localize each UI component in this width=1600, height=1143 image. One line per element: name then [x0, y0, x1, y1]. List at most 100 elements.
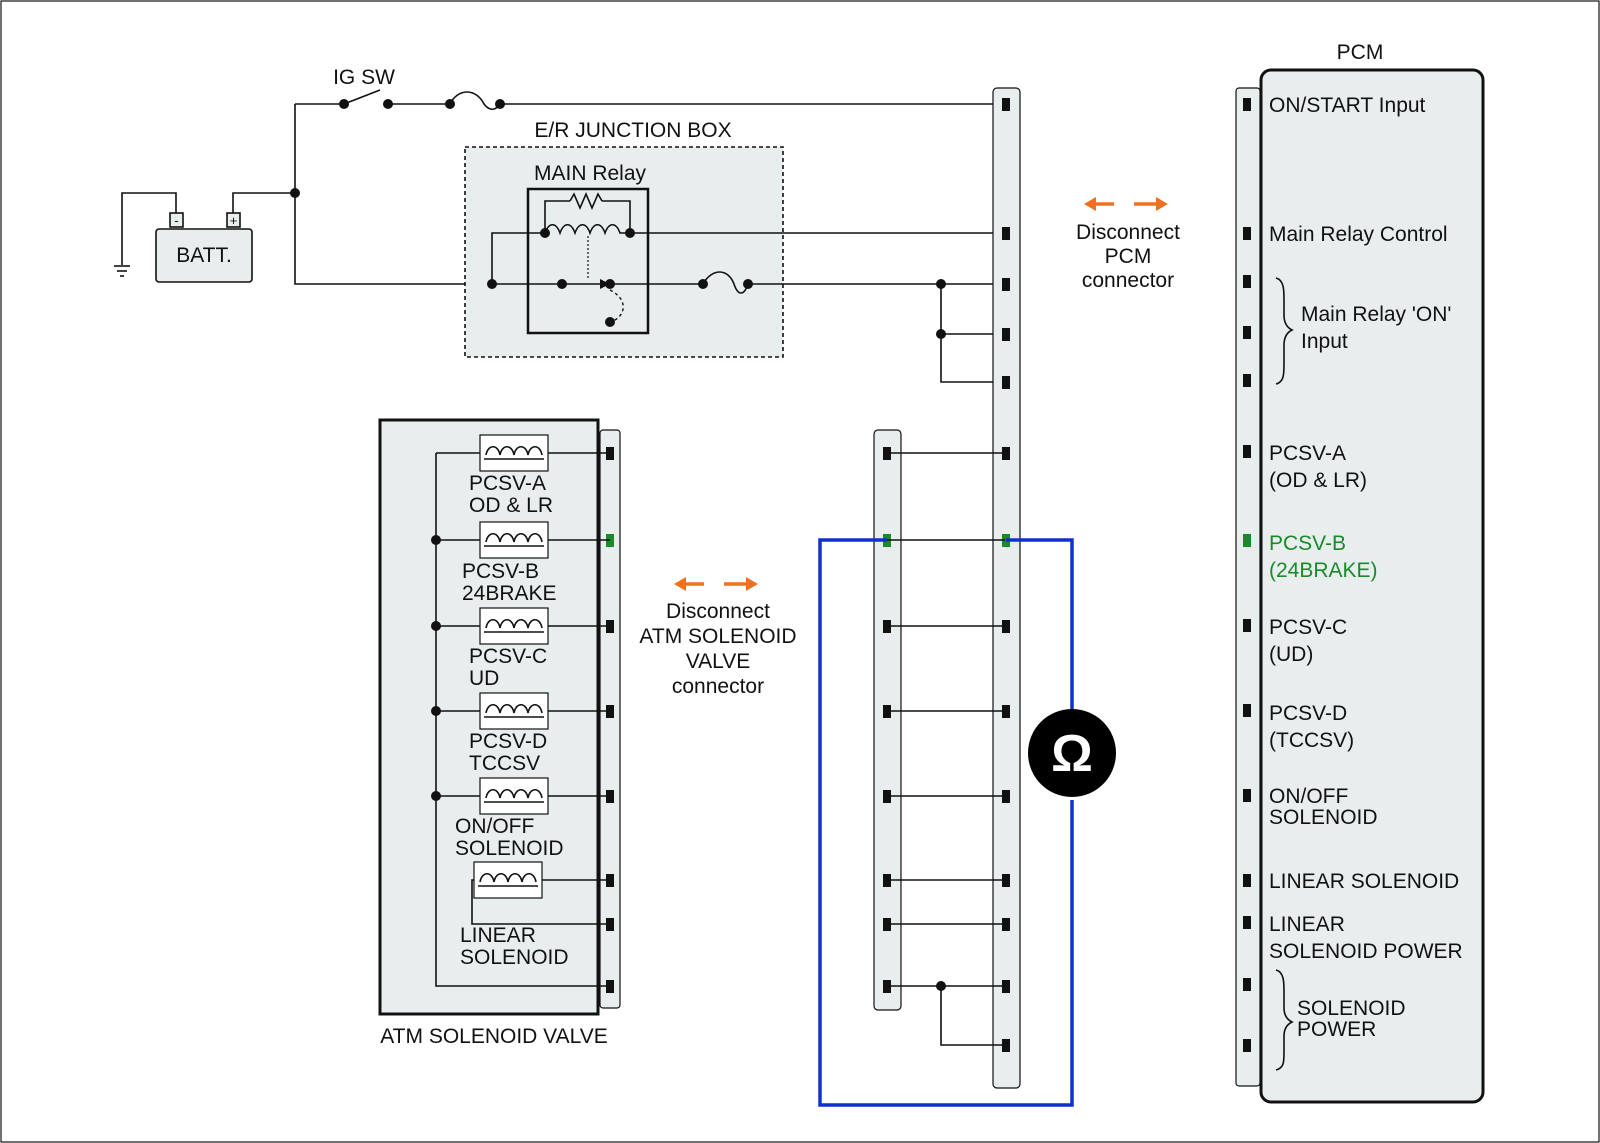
relay-switch-contact: [605, 317, 615, 327]
solenoid-winding: [485, 788, 543, 799]
relay-coil: [544, 223, 630, 236]
pcm-harness-pins: [1002, 98, 1010, 1052]
solenoid-label: ON/OFF: [455, 815, 534, 838]
disconnect-pcm-arrow: [1084, 197, 1168, 211]
disconnect-atm-arrow: [674, 577, 758, 591]
pcm-pin-label: Main Relay 'ON': [1301, 303, 1451, 326]
pcm-pin: [1243, 619, 1251, 632]
battery-label: BATT.: [176, 244, 232, 267]
harness-pin: [1002, 227, 1010, 240]
pcm-pin: [1243, 374, 1251, 387]
pcm-pin-label: (TCCSV): [1269, 729, 1354, 752]
disconnect-atm-line-1: Disconnect: [666, 600, 770, 623]
ig-switch-label: IG SW: [333, 66, 395, 89]
harness-pin: [1002, 918, 1010, 931]
atm-harness-connector: [873, 429, 902, 1011]
pcm-pin: [1243, 326, 1251, 339]
solenoid-label: UD: [469, 667, 499, 690]
solenoid-label: PCSV-A: [469, 472, 546, 495]
disconnect-pcm-line-3: connector: [1082, 269, 1174, 292]
solenoid-winding: [485, 703, 543, 714]
solenoid-label: PCSV-D: [469, 730, 547, 753]
solenoid-label: PCSV-C: [469, 645, 547, 668]
linear-solenoid-power-wire: [471, 879, 610, 925]
disconnect-atm-line-4: connector: [672, 675, 764, 698]
pcm-pin-label: SOLENOID: [1269, 806, 1378, 829]
pcm-pin-label: PCSV-B: [1269, 532, 1346, 555]
harness-pin: [1002, 874, 1010, 887]
solenoid-label: 24BRAKE: [462, 582, 557, 605]
disconnect-atm-line-2: ATM SOLENOID: [639, 625, 796, 648]
ohm-symbol: Ω: [1051, 725, 1093, 783]
junction-box-label: E/R JUNCTION BOX: [534, 119, 731, 142]
solenoid-winding: [485, 532, 543, 543]
solenoid-label: LINEAR: [460, 924, 536, 947]
ig-switch-lever: [343, 89, 381, 105]
pcm-pin-label: Main Relay Control: [1269, 223, 1448, 246]
solenoid-power-branch: [940, 986, 1005, 1046]
pcm-pin-label: (24BRAKE): [1269, 559, 1378, 582]
pcm-pin-label: ON/START Input: [1269, 94, 1426, 117]
solenoid-label: OD & LR: [469, 494, 553, 517]
pcm-pin: [1243, 1039, 1251, 1052]
main-feed-wire: [294, 104, 492, 285]
solenoid-label: SOLENOID: [460, 946, 569, 969]
disconnect-pcm-line-1: Disconnect: [1076, 221, 1180, 244]
solenoid-label: SOLENOID: [455, 837, 564, 860]
pcm-pin: [1243, 98, 1251, 111]
junction-dot: [431, 706, 441, 716]
harness-pin: [1002, 705, 1010, 718]
pcm-pin-label: LINEAR: [1269, 913, 1345, 936]
harness-pin: [1002, 1039, 1010, 1052]
pcm-pin: [1243, 978, 1251, 991]
pcm-label: PCM: [1337, 41, 1384, 64]
junction-dot: [431, 791, 441, 801]
solenoid-label: TCCSV: [469, 752, 540, 775]
pcm-pin: [1243, 227, 1251, 240]
solenoid-winding: [485, 618, 543, 629]
pcm-pin-label: POWER: [1297, 1018, 1376, 1041]
battery-body: [155, 228, 253, 283]
harness-pin: [1002, 376, 1010, 389]
harness-pin: [1002, 98, 1010, 111]
solenoid-winding: [479, 872, 537, 883]
battery-positive-sign: +: [230, 213, 238, 228]
pcm-pin: [1243, 916, 1251, 929]
harness-pin: [1002, 278, 1010, 291]
disconnect-pcm-line-2: PCM: [1105, 245, 1152, 268]
harness-pin: [1002, 620, 1010, 633]
pcm-pin-label: PCSV-C: [1269, 616, 1347, 639]
pcm-harness-connector: [992, 87, 1021, 1089]
pcm-pin-label: PCSV-A: [1269, 442, 1346, 465]
pcm-module: [1259, 68, 1485, 1104]
harness-wires: [887, 452, 1005, 987]
pcm-module-pins: [1243, 98, 1251, 1052]
pcm-pin-label: SOLENOID: [1297, 997, 1406, 1020]
atm-solenoid-valve-label: ATM SOLENOID VALVE: [380, 1025, 608, 1048]
pcm-pin-label: SOLENOID POWER: [1269, 940, 1463, 963]
harness-pin: [1002, 980, 1010, 993]
pcm-pin: [1243, 789, 1251, 802]
pcm-pin-label: (UD): [1269, 643, 1313, 666]
pcm-connector: [1235, 87, 1261, 1087]
ground-wire: [121, 192, 177, 265]
harness-pin: [1002, 790, 1010, 803]
pcm-pin-label: (OD & LR): [1269, 469, 1367, 492]
ohmmeter-icon: [1028, 709, 1116, 797]
pcm-pin: [1243, 445, 1251, 458]
pcm-pin-label: LINEAR SOLENOID: [1269, 870, 1459, 893]
atm-valve-connector: [599, 429, 621, 1009]
main-relay-label: MAIN Relay: [534, 162, 647, 185]
battery-negative-sign: -: [174, 213, 178, 228]
disconnect-atm-line-3: VALVE: [686, 650, 751, 673]
ground-icon: [114, 265, 130, 277]
solenoid-label: PCSV-B: [462, 560, 539, 583]
solenoid-winding: [485, 445, 543, 456]
relay-coil-feed-wire: [491, 232, 545, 284]
main-relay-on-brace: [1275, 277, 1294, 385]
